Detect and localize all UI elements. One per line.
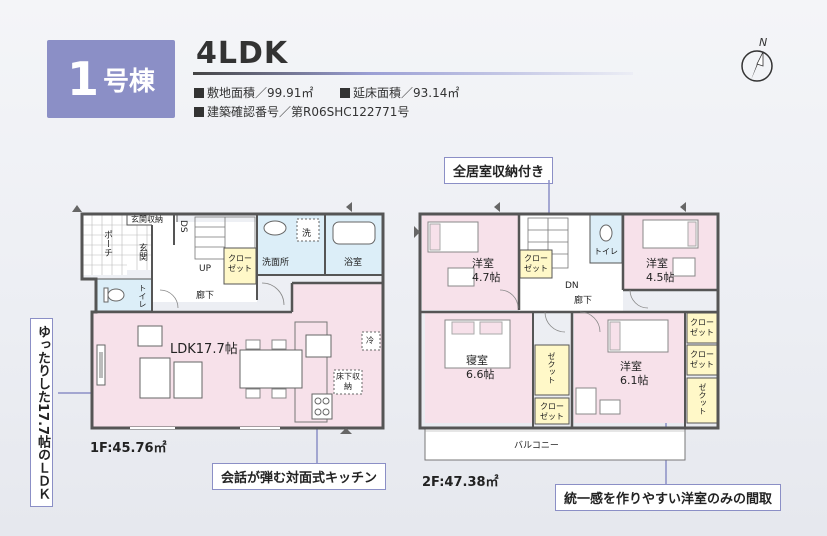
floor-1-plan (72, 202, 385, 434)
compass-north-label: N (759, 36, 768, 49)
label-up: UP (199, 264, 212, 274)
label-washer: 洗 (302, 229, 312, 239)
label-western-3: 洋室 (620, 360, 642, 373)
label-bath: 浴室 (344, 258, 363, 268)
label-closet-2f-d: クローゼット (690, 350, 714, 369)
label-balcony: バルコニー (514, 441, 559, 451)
label-floor-storage: 床下収納 (336, 372, 360, 391)
building-number: 1 (66, 52, 99, 106)
label-closet-2f-a: クローゼット (524, 254, 548, 273)
label-ds: DS (178, 220, 188, 233)
spec-permit: 建築確認番号／第R06SHC122771号 (194, 103, 409, 120)
label-western-3-size: 6.1帖 (620, 374, 649, 387)
label-genkan: 玄関 (137, 243, 147, 261)
building-unit: 号棟 (103, 66, 156, 97)
label-closet-2f-b: クローゼット (540, 402, 564, 421)
floor-2-area: 2F:47.38㎡ (422, 475, 499, 490)
label-genkan-storage: 玄関収納 (131, 215, 163, 224)
label-western-1: 洋室 (472, 257, 494, 270)
floor-1-area: 1F:45.76㎡ (90, 441, 167, 456)
floor-2-plan (414, 202, 720, 461)
label-dn: DN (565, 281, 579, 291)
callout-ldk: ゆったりした17.7帖のＬＤＫ (30, 318, 53, 508)
label-master: 寝室 (466, 354, 488, 367)
label-closet-1f: クローゼット (228, 254, 252, 273)
spec-site-area: 敷地面積／99.91㎡ (194, 84, 313, 101)
label-western-2: 洋室 (646, 257, 668, 270)
label-closet-2f-c: クローゼット (690, 318, 714, 337)
callout-kitchen: 会話が弾む対面式キッチン (212, 463, 387, 490)
label-western-2-size: 4.5帖 (646, 271, 675, 284)
label-toilet-1f: トイレ (138, 284, 147, 308)
title-underline (193, 72, 633, 75)
label-washroom: 洗面所 (262, 258, 290, 268)
label-walkin-b: ゼクット (698, 383, 707, 415)
callout-storage: 全居室収納付き (444, 157, 554, 184)
label-ldk: LDK17.7帖 (170, 342, 238, 357)
callout-western: 統一感を作りやすい洋室のみの間取 (555, 484, 782, 511)
label-fridge: 冷 (366, 336, 374, 345)
label-toilet-2f: トイレ (594, 247, 618, 256)
building-badge: 1 号棟 (47, 40, 175, 118)
label-walkin-a: ゼクット (547, 352, 556, 384)
label-master-size: 6.6帖 (466, 368, 495, 381)
label-porch: ポーチ (102, 230, 112, 257)
spec-floor-area: 延床面積／93.14㎡ (340, 84, 459, 101)
compass-icon (741, 50, 773, 82)
plan-type: 4LDK (196, 36, 289, 71)
label-hall-2f: 廊下 (574, 296, 593, 306)
label-western-1-size: 4.7帖 (472, 271, 501, 284)
label-hall-1f: 廊下 (196, 291, 215, 301)
